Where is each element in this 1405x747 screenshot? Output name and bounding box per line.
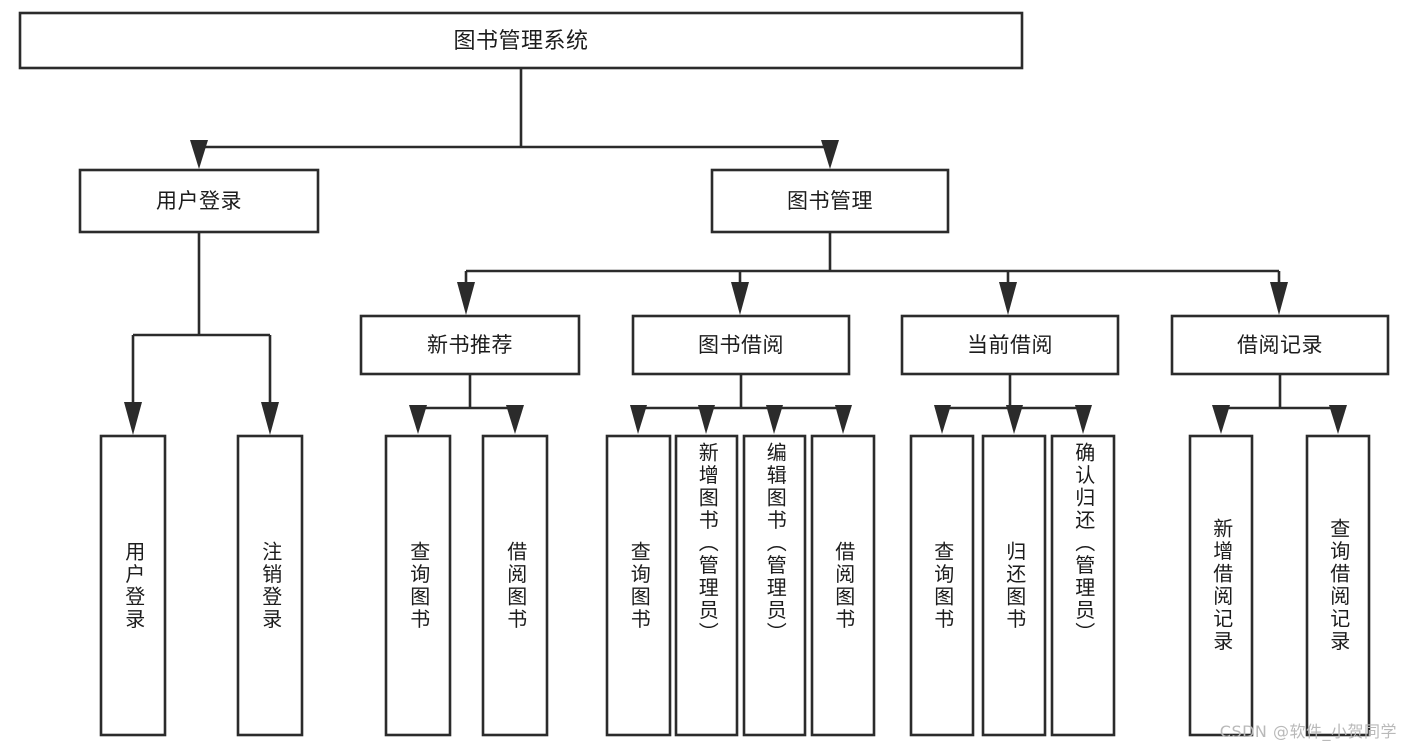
arrow-to-new-book-recommend [457, 282, 475, 315]
node-book-borrow-label: 图书借阅 [698, 333, 784, 357]
arrow-to-user-login [190, 140, 208, 169]
node-layer: 图书管理系统 用户登录 图书管理 新书推荐 图书借阅 当前借阅 借阅记录 [18, 11, 1390, 737]
watermark-text: CSDN @软件_小贺同学 [1219, 722, 1397, 741]
node-leaf-add-book[interactable] [674, 434, 739, 737]
arrow-to-leaf-logout [261, 402, 279, 435]
arrow-to-leaf-user-login [124, 402, 142, 435]
node-leaf-borrow-book-2[interactable] [810, 434, 876, 737]
arrow-to-leaf-add-book [698, 405, 715, 434]
arrow-to-leaf-query-book-2 [630, 405, 647, 434]
node-leaf-edit-book[interactable] [742, 434, 807, 737]
node-root-label: 图书管理系统 [453, 29, 588, 54]
arrow-to-leaf-add-record [1212, 405, 1230, 434]
node-book-manage-label: 图书管理 [787, 189, 873, 213]
node-leaf-add-record[interactable] [1188, 434, 1254, 737]
arrow-to-book-borrow [731, 282, 749, 315]
node-current-borrow-label: 当前借阅 [967, 333, 1053, 357]
arrow-to-leaf-borrow-book-1 [506, 405, 524, 434]
node-leaf-confirm-return[interactable] [1050, 434, 1116, 737]
arrow-to-book-manage [821, 140, 839, 169]
node-leaf-query-record[interactable] [1305, 434, 1371, 737]
node-user-login[interactable] [78, 168, 320, 234]
arrow-to-leaf-query-book-1 [409, 405, 427, 434]
arrow-to-leaf-borrow-book-2 [835, 405, 852, 434]
arrow-to-current-borrow [999, 282, 1017, 315]
node-borrow-record-label: 借阅记录 [1237, 333, 1323, 357]
arrow-to-leaf-query-record [1329, 405, 1347, 434]
arrow-to-leaf-edit-book [766, 405, 783, 434]
connector-layer [124, 68, 1347, 435]
node-leaf-logout[interactable] [236, 434, 304, 737]
arrow-to-leaf-query-book-3 [934, 405, 951, 434]
node-leaf-borrow-book-1[interactable] [481, 434, 549, 737]
node-new-book-recommend-label: 新书推荐 [427, 333, 513, 357]
node-new-book-recommend[interactable] [359, 314, 581, 376]
node-user-login-label: 用户登录 [156, 189, 242, 213]
node-root[interactable] [18, 11, 1024, 70]
node-book-manage[interactable] [710, 168, 950, 234]
node-leaf-query-book-2[interactable] [605, 434, 672, 737]
node-leaf-query-book-1[interactable] [384, 434, 452, 737]
arrow-to-leaf-return-book [1006, 405, 1023, 434]
node-current-borrow[interactable] [900, 314, 1120, 376]
arrow-to-borrow-record [1270, 282, 1288, 315]
node-book-borrow[interactable] [631, 314, 851, 376]
node-leaf-user-login[interactable] [99, 434, 167, 737]
arrow-to-leaf-confirm-return [1075, 405, 1092, 434]
node-leaf-query-book-3[interactable] [909, 434, 975, 737]
node-borrow-record[interactable] [1170, 314, 1390, 376]
node-leaf-return-book[interactable] [981, 434, 1047, 737]
